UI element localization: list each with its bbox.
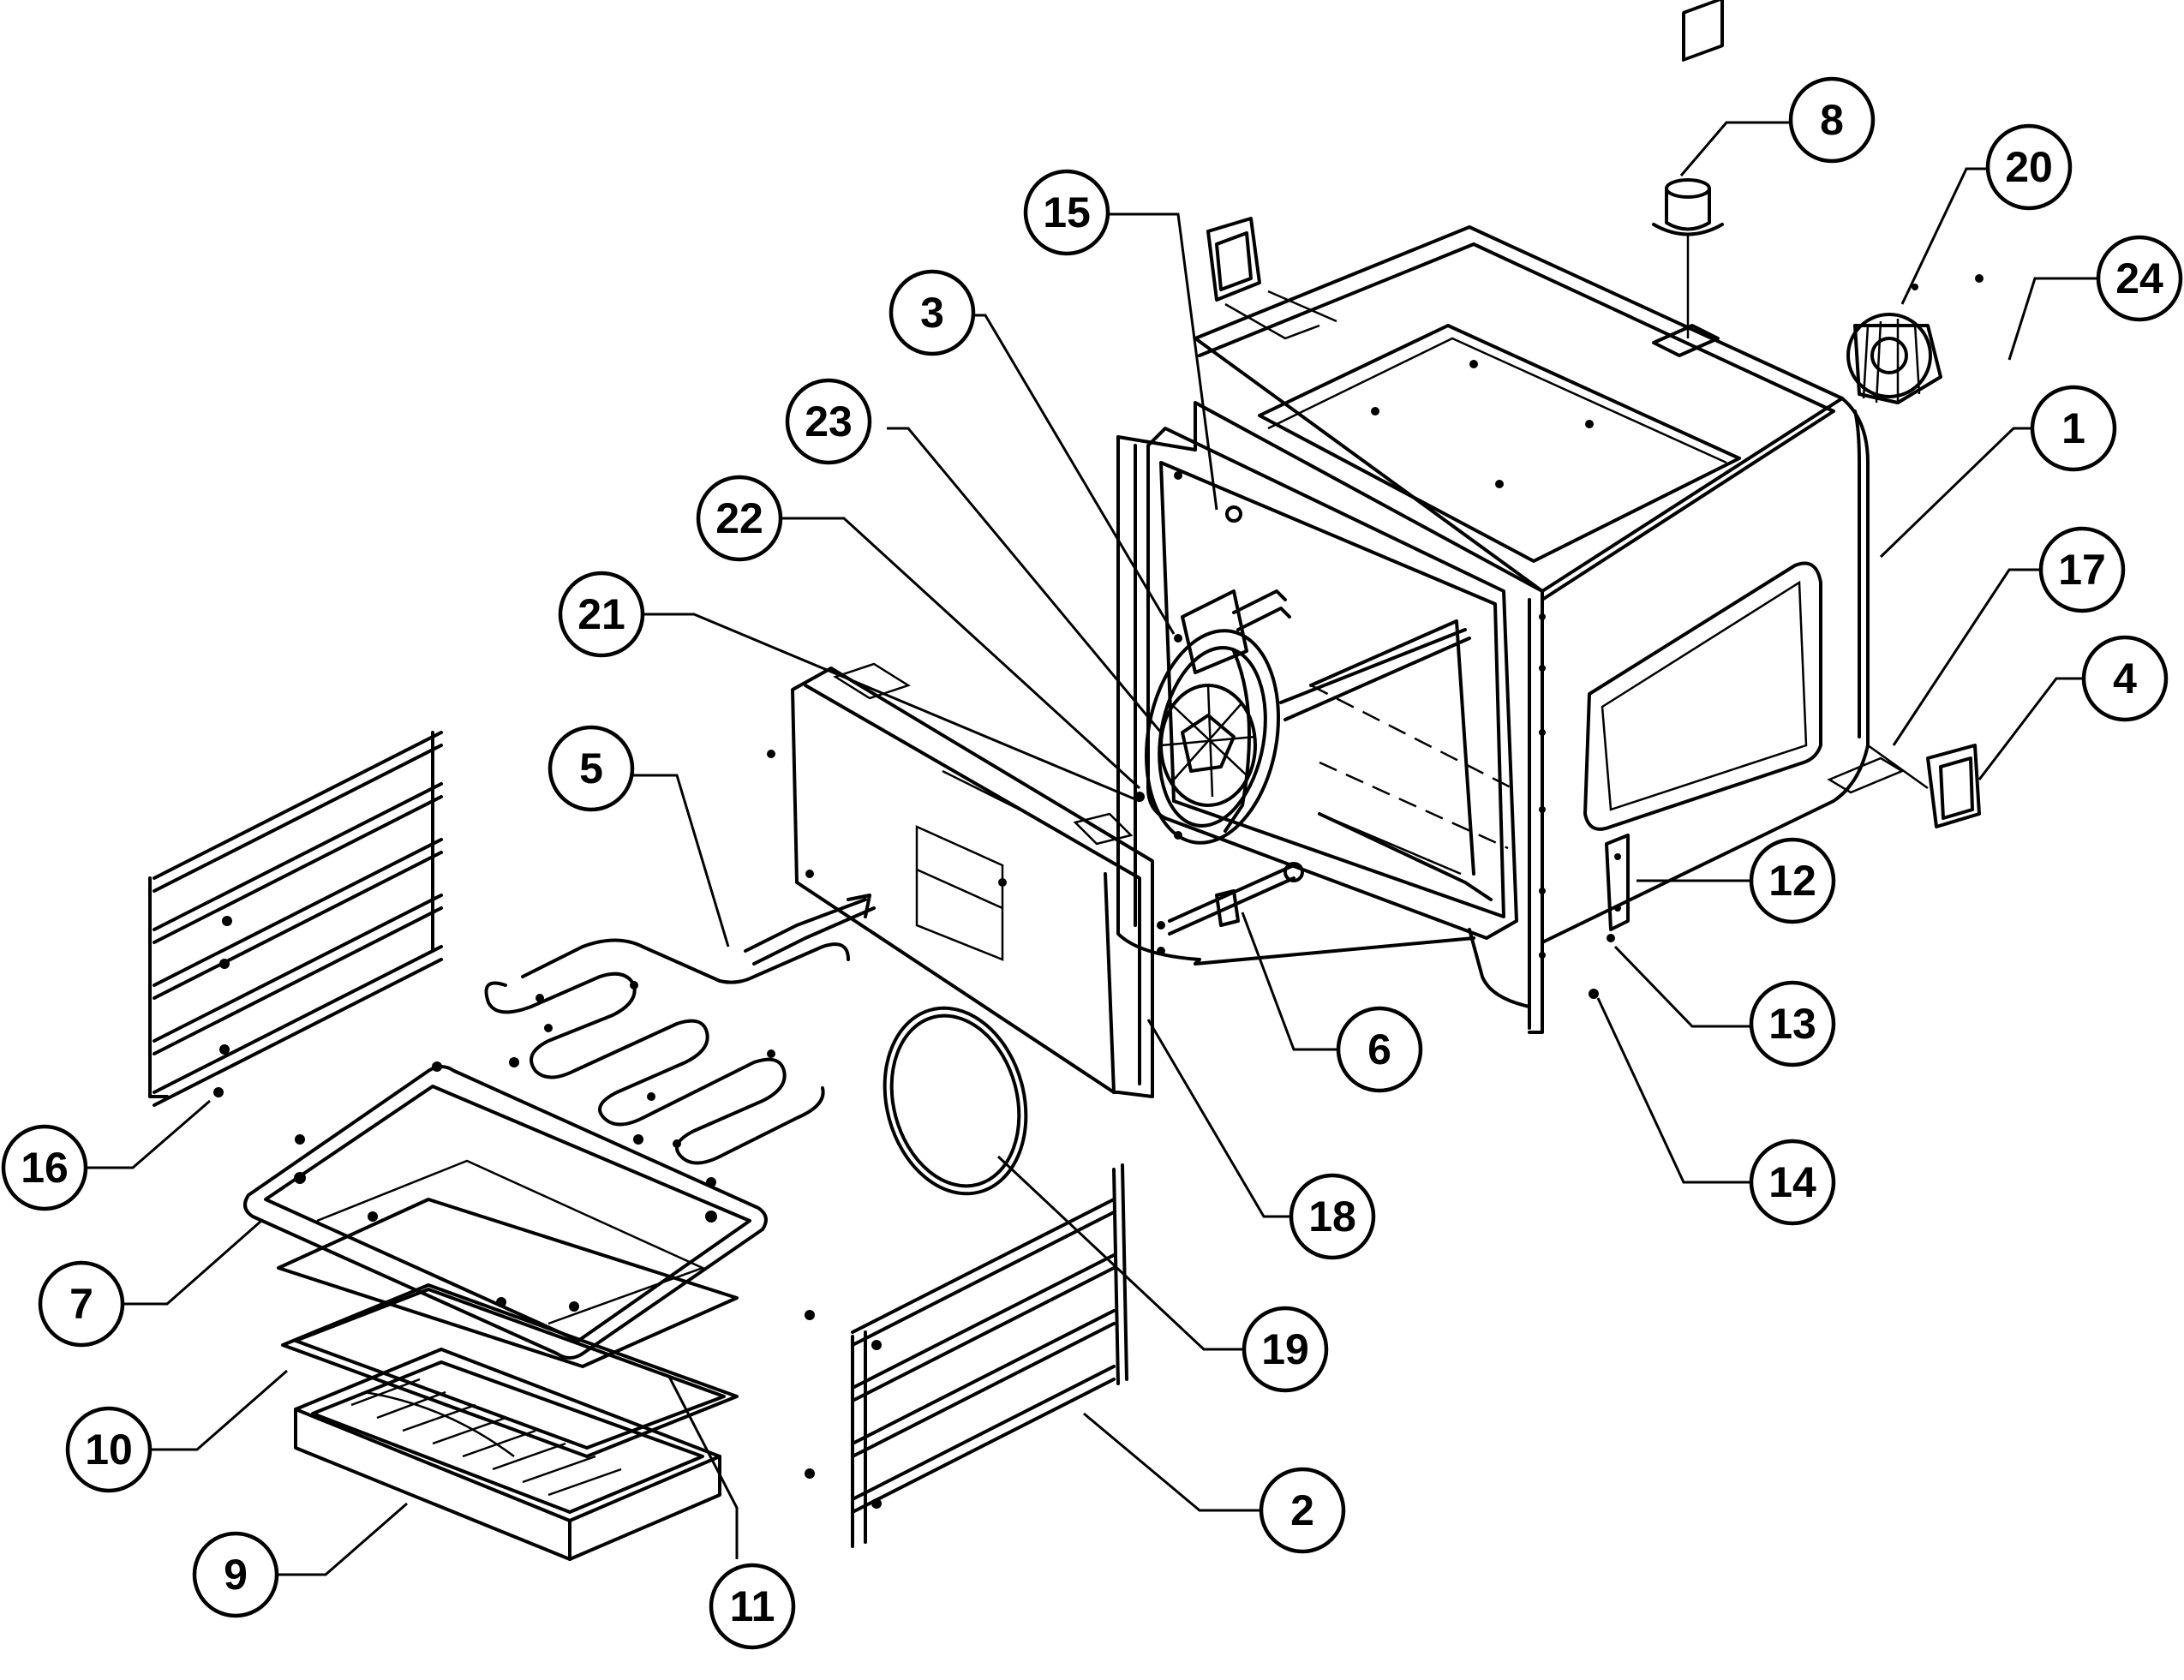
top-bracket-part	[1206, 217, 1337, 340]
left-rack-part	[148, 731, 443, 1107]
callout-18: 18	[1289, 1173, 1376, 1260]
sensor-rod-part	[1157, 862, 1304, 955]
callout-22: 22	[696, 475, 783, 562]
callout-8-label: 8	[1820, 96, 1844, 144]
callout-2: 2	[1259, 1467, 1346, 1554]
callout-7-label: 7	[69, 1280, 93, 1328]
callout-17: 17	[2038, 526, 2126, 613]
callout-22-label: 22	[715, 494, 763, 542]
hinge-bracket-part	[1589, 834, 1630, 999]
callout-11-label: 11	[730, 1582, 775, 1630]
callout-21-label: 21	[577, 590, 625, 638]
callout-3-label: 3	[920, 289, 944, 337]
callout-3: 3	[889, 269, 976, 356]
callout-8: 8	[1788, 76, 1876, 164]
callout-20: 20	[1985, 123, 2073, 211]
callout-24: 24	[2096, 235, 2183, 322]
callout-14-label: 14	[1768, 1158, 1816, 1206]
broiler-pan-part	[294, 1348, 721, 1561]
callout-1: 1	[2030, 385, 2117, 472]
callout-10: 10	[65, 1406, 153, 1493]
callout-20-label: 20	[2005, 143, 2053, 191]
back-panel-part	[767, 662, 1154, 1098]
callout-23-label: 23	[805, 398, 853, 445]
right-rack-part	[805, 1163, 1128, 1548]
callout-7: 7	[38, 1260, 125, 1348]
callout-4-label: 4	[2113, 655, 2137, 702]
callout-14: 14	[1749, 1139, 1836, 1226]
glass-panel-part	[277, 1198, 739, 1368]
oven-cavity-housing	[1116, 0, 1870, 1034]
callout-9-label: 9	[224, 1551, 248, 1599]
callout-6: 6	[1336, 1006, 1423, 1093]
callout-15: 15	[1023, 169, 1110, 256]
callout-5: 5	[547, 725, 635, 812]
callout-12-label: 12	[1768, 857, 1816, 905]
callout-10-label: 10	[85, 1426, 133, 1474]
heating-element-part	[484, 894, 876, 1165]
top-knob-part	[1652, 178, 1724, 357]
callout-18-label: 18	[1308, 1193, 1356, 1241]
callout-17-label: 17	[2058, 546, 2106, 594]
callout-16: 16	[1, 1124, 88, 1211]
callout-19: 19	[1242, 1306, 1329, 1393]
callout-15-label: 15	[1043, 188, 1091, 236]
callout-1-label: 1	[2061, 404, 2085, 452]
callout-2-label: 2	[1290, 1486, 1314, 1534]
callout-4: 4	[2081, 635, 2169, 722]
callout-24-label: 24	[2115, 254, 2163, 302]
callout-21: 21	[558, 571, 645, 658]
side-bracket-part	[1827, 744, 1981, 828]
fan-motor-part	[1846, 274, 1984, 404]
fan-assembly-part	[1134, 589, 1291, 845]
callout-6-label: 6	[1367, 1025, 1391, 1073]
gasket-frame-part	[243, 1057, 768, 1360]
callout-13-label: 13	[1768, 1000, 1816, 1048]
callout-9: 9	[192, 1531, 279, 1618]
callout-12: 12	[1749, 837, 1836, 924]
callout-16-label: 16	[21, 1144, 69, 1192]
drip-frame-part	[281, 1283, 739, 1458]
leader-lines	[86, 121, 2099, 1576]
callout-13: 13	[1749, 980, 1836, 1067]
callout-11: 11	[709, 1563, 796, 1650]
callout-23: 23	[785, 378, 872, 465]
callout-19-label: 19	[1261, 1325, 1309, 1373]
callout-5-label: 5	[579, 744, 603, 792]
gasket-ring-part	[883, 1006, 1028, 1196]
